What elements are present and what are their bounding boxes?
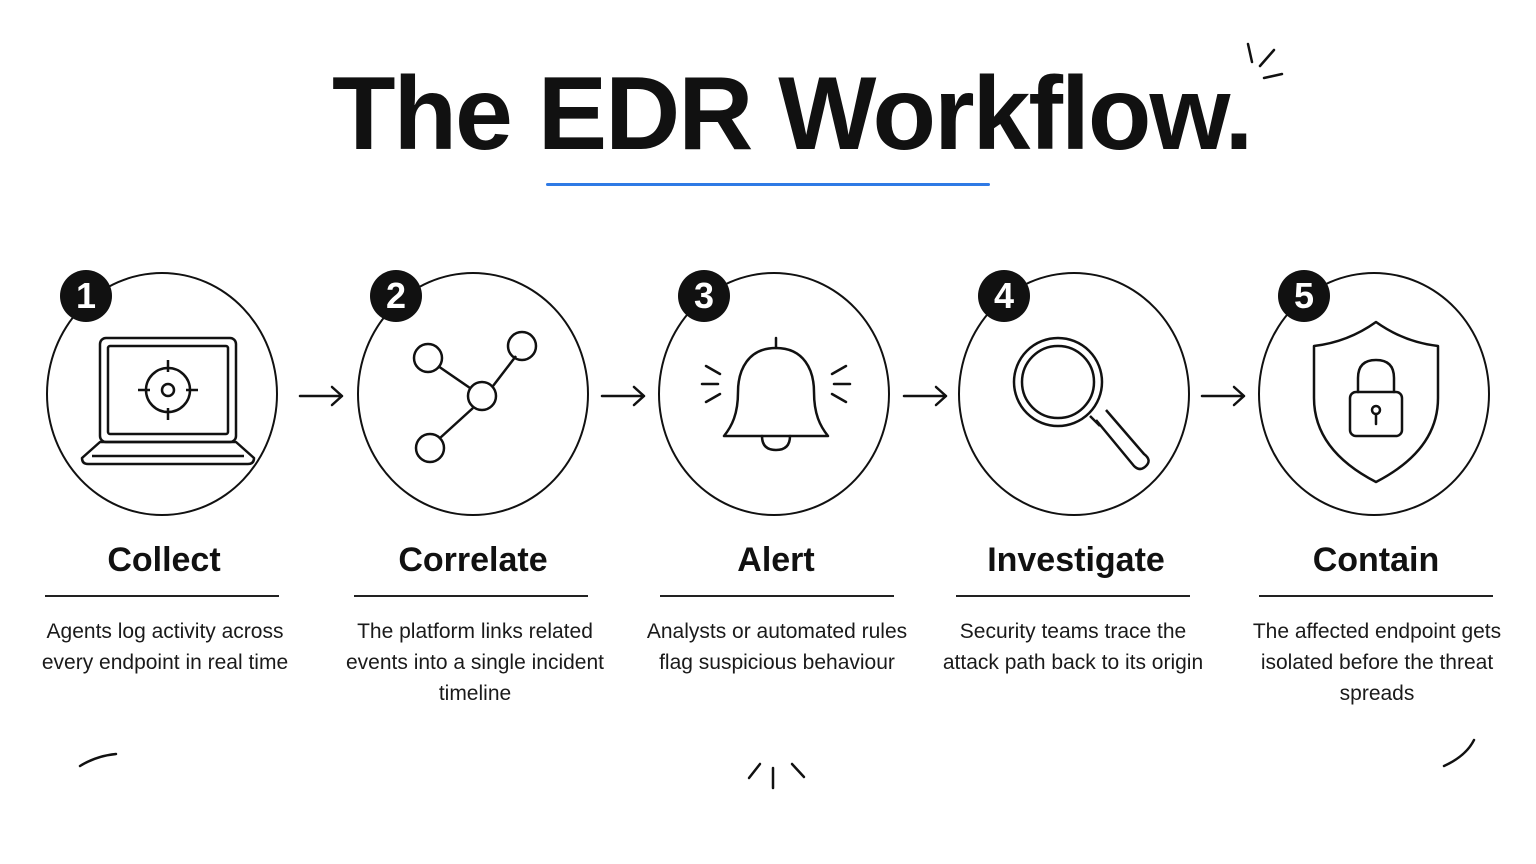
sparkle-stroke [747,762,762,780]
step-title: Correlate [398,541,548,579]
header: The EDR Workflow. [0,0,1536,200]
step-number-badge: 5 [1278,270,1330,322]
arrow-right-icon [902,385,948,407]
title-underline [546,183,990,186]
arrow-right-icon [298,385,344,407]
step-alert: 3 Alert Analysts or automated rules flag… [642,270,942,710]
step-divider [45,595,279,597]
step-description: Agents log activity across every endpoin… [41,620,289,674]
arrow-right-icon [600,385,646,407]
step-number-badge: 4 [978,270,1030,322]
swoosh-stroke [78,752,118,768]
step-description: The affected endpoint gets isolated befo… [1252,620,1502,705]
step-divider [354,595,588,597]
step-correlate: 2 Correlate The platform links related e… [340,270,640,710]
step-number-badge: 2 [370,270,422,322]
sparkle-stroke [790,762,806,779]
step-contain: 5 Contain The affected endpoint gets iso… [1242,270,1536,710]
laptop-target-icon [80,336,256,466]
page-title: The EDR Workflow. [332,56,1253,172]
step-number-badge: 1 [60,270,112,322]
step-divider [1259,595,1493,597]
magnifier-icon [1012,336,1150,471]
step-investigate: 4 Investigate Security teams trace the a… [942,270,1242,710]
shield-lock-icon [1312,320,1440,484]
arrow-right-icon [1200,385,1246,407]
swoosh-stroke [1442,738,1476,768]
step-divider [956,595,1190,597]
step-collect: 1 Collect Agents log activity across eve… [30,270,330,710]
bell-icon [700,336,852,452]
step-description: Analysts or automated rules flag suspici… [646,620,908,674]
step-number-badge: 3 [678,270,730,322]
step-description: Security teams trace the attack path bac… [942,620,1204,674]
step-title: Contain [1312,541,1440,579]
step-title: Investigate [987,541,1165,579]
step-title: Alert [737,541,815,579]
step-title: Collect [107,541,221,579]
step-description: The platform links related events into a… [346,620,604,705]
step-divider [660,595,894,597]
network-nodes-icon [412,330,538,464]
